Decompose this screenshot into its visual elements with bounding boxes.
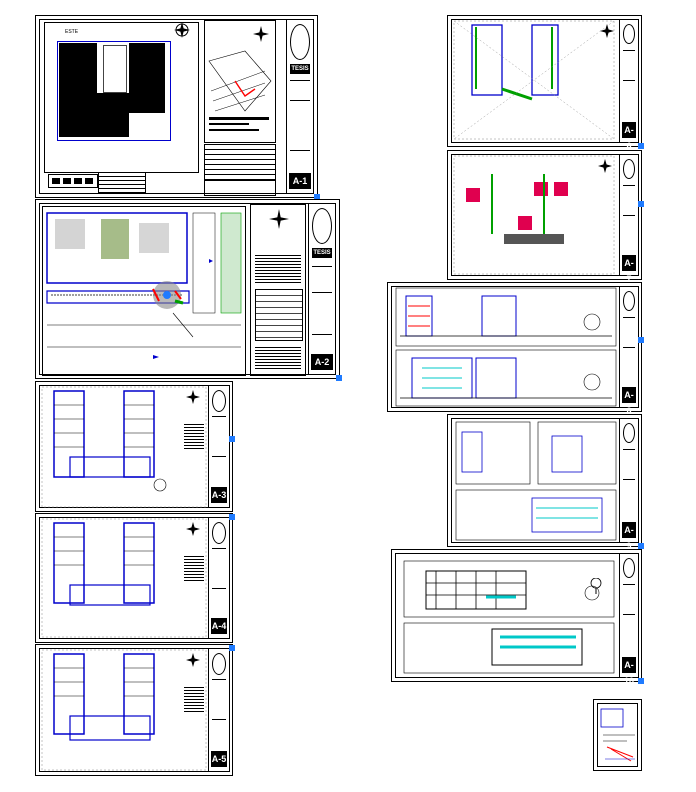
sheet-a4[interactable]: A-4 [35, 513, 235, 643]
sheet-number: A-10 [622, 657, 636, 686]
title-block: A-6 [619, 19, 639, 151]
north-arrow-icon [600, 24, 614, 38]
sheet-a5[interactable]: A-5 [35, 644, 235, 776]
logo-seal-icon [623, 423, 635, 443]
sheet-number: A-3 [211, 487, 227, 503]
sheet-number: A-7 [622, 255, 636, 284]
courtyard [103, 45, 127, 93]
logo-seal-icon [290, 24, 310, 60]
title-block: A-10 [619, 553, 639, 686]
sheet-marker [336, 375, 342, 381]
elevation-drawings [455, 421, 617, 541]
sheet-frame [597, 703, 638, 767]
legend-swatches [48, 174, 98, 188]
area-table [98, 172, 146, 194]
title-block: A-7 [619, 154, 639, 284]
site-plan-frame: ESTE [44, 22, 199, 173]
logo-seal-icon [623, 159, 635, 179]
detail-drawing [600, 708, 635, 762]
north-arrow-icon [186, 522, 200, 536]
floor-plan-drawing [42, 206, 246, 376]
sheet-number: A-6 [622, 122, 636, 151]
legend-table [184, 554, 204, 582]
notes-box [204, 180, 276, 196]
sheet-marker [638, 337, 644, 343]
north-arrow-icon [598, 159, 612, 173]
logo-seal-icon [212, 522, 226, 544]
sheet-marker [638, 543, 644, 549]
section-drawings [395, 287, 617, 407]
sheet-a10[interactable]: A-10 [391, 549, 644, 686]
legend-sheet [250, 204, 306, 376]
logo-seal-icon [623, 24, 635, 44]
sheet-a3[interactable]: A-3 [35, 381, 235, 512]
room-schedule [255, 253, 301, 283]
floor-plan-drawing [41, 518, 207, 638]
project-name: TESIS [290, 64, 310, 74]
parameters-table [204, 144, 276, 180]
title-block: A-4 [208, 517, 230, 639]
sheet-marker [229, 645, 235, 651]
sheet-marker [638, 143, 644, 149]
building-footprint-west [59, 43, 97, 137]
floor-plan-drawing [41, 386, 207, 508]
sheet-marker [638, 201, 644, 207]
building-footprint-court [97, 93, 129, 137]
floor-plan-drawing [453, 20, 615, 140]
logo-seal-icon [212, 390, 226, 412]
title-block: TESIS A-1 [286, 19, 314, 194]
site-plan-tag: ESTE [65, 29, 79, 35]
sheet-number: A-9 [622, 522, 636, 551]
symbol-legend [255, 289, 303, 341]
location-plan [204, 20, 276, 143]
logo-seal-icon [623, 291, 635, 311]
facade-drawings [403, 560, 615, 674]
legend-table [184, 685, 204, 713]
title-block: A-5 [208, 648, 230, 772]
north-arrow-icon [253, 26, 269, 42]
north-arrow-icon [269, 209, 289, 229]
sheet-marker [638, 678, 644, 684]
sheet-marker [229, 514, 235, 520]
sheet-a1[interactable]: ESTE TESIS A-1 [35, 15, 320, 200]
sheet-a7[interactable]: A-7 [447, 150, 644, 284]
floor-plan-drawing [41, 649, 207, 771]
title-block: A-9 [619, 418, 639, 551]
sheet-a8[interactable]: A-8 [387, 282, 644, 416]
sheet-marker [314, 194, 320, 200]
building-footprint-east [129, 43, 165, 113]
roof-plan-drawing [453, 155, 615, 275]
north-arrow-icon [186, 390, 200, 404]
logo-seal-icon [623, 558, 635, 578]
sheet-number: A-1 [289, 173, 311, 189]
legend-table [184, 422, 204, 450]
logo-seal-icon [312, 208, 332, 244]
sheet-number: A-4 [211, 618, 227, 634]
detail-sheet[interactable] [593, 699, 642, 771]
sheet-number: A-8 [622, 387, 636, 416]
project-name: TESIS [312, 248, 332, 258]
sheet-number: A-5 [211, 751, 227, 767]
sheet-a2[interactable]: TESIS A-2 [35, 199, 342, 381]
tree-icon [590, 578, 602, 594]
north-arrow-icon [186, 653, 200, 667]
title-block: A-8 [619, 286, 639, 416]
north-arrow-icon [174, 22, 190, 38]
title-block: TESIS A-2 [308, 203, 336, 375]
sheet-marker [229, 436, 235, 442]
title-block: A-3 [208, 385, 230, 508]
sheet-a9[interactable]: A-9 [447, 414, 644, 551]
site-outline [57, 41, 171, 141]
logo-seal-icon [212, 653, 226, 675]
sheet-a6[interactable]: A-6 [447, 15, 644, 151]
sheet-number: A-2 [311, 354, 333, 370]
notes-box [255, 345, 301, 369]
